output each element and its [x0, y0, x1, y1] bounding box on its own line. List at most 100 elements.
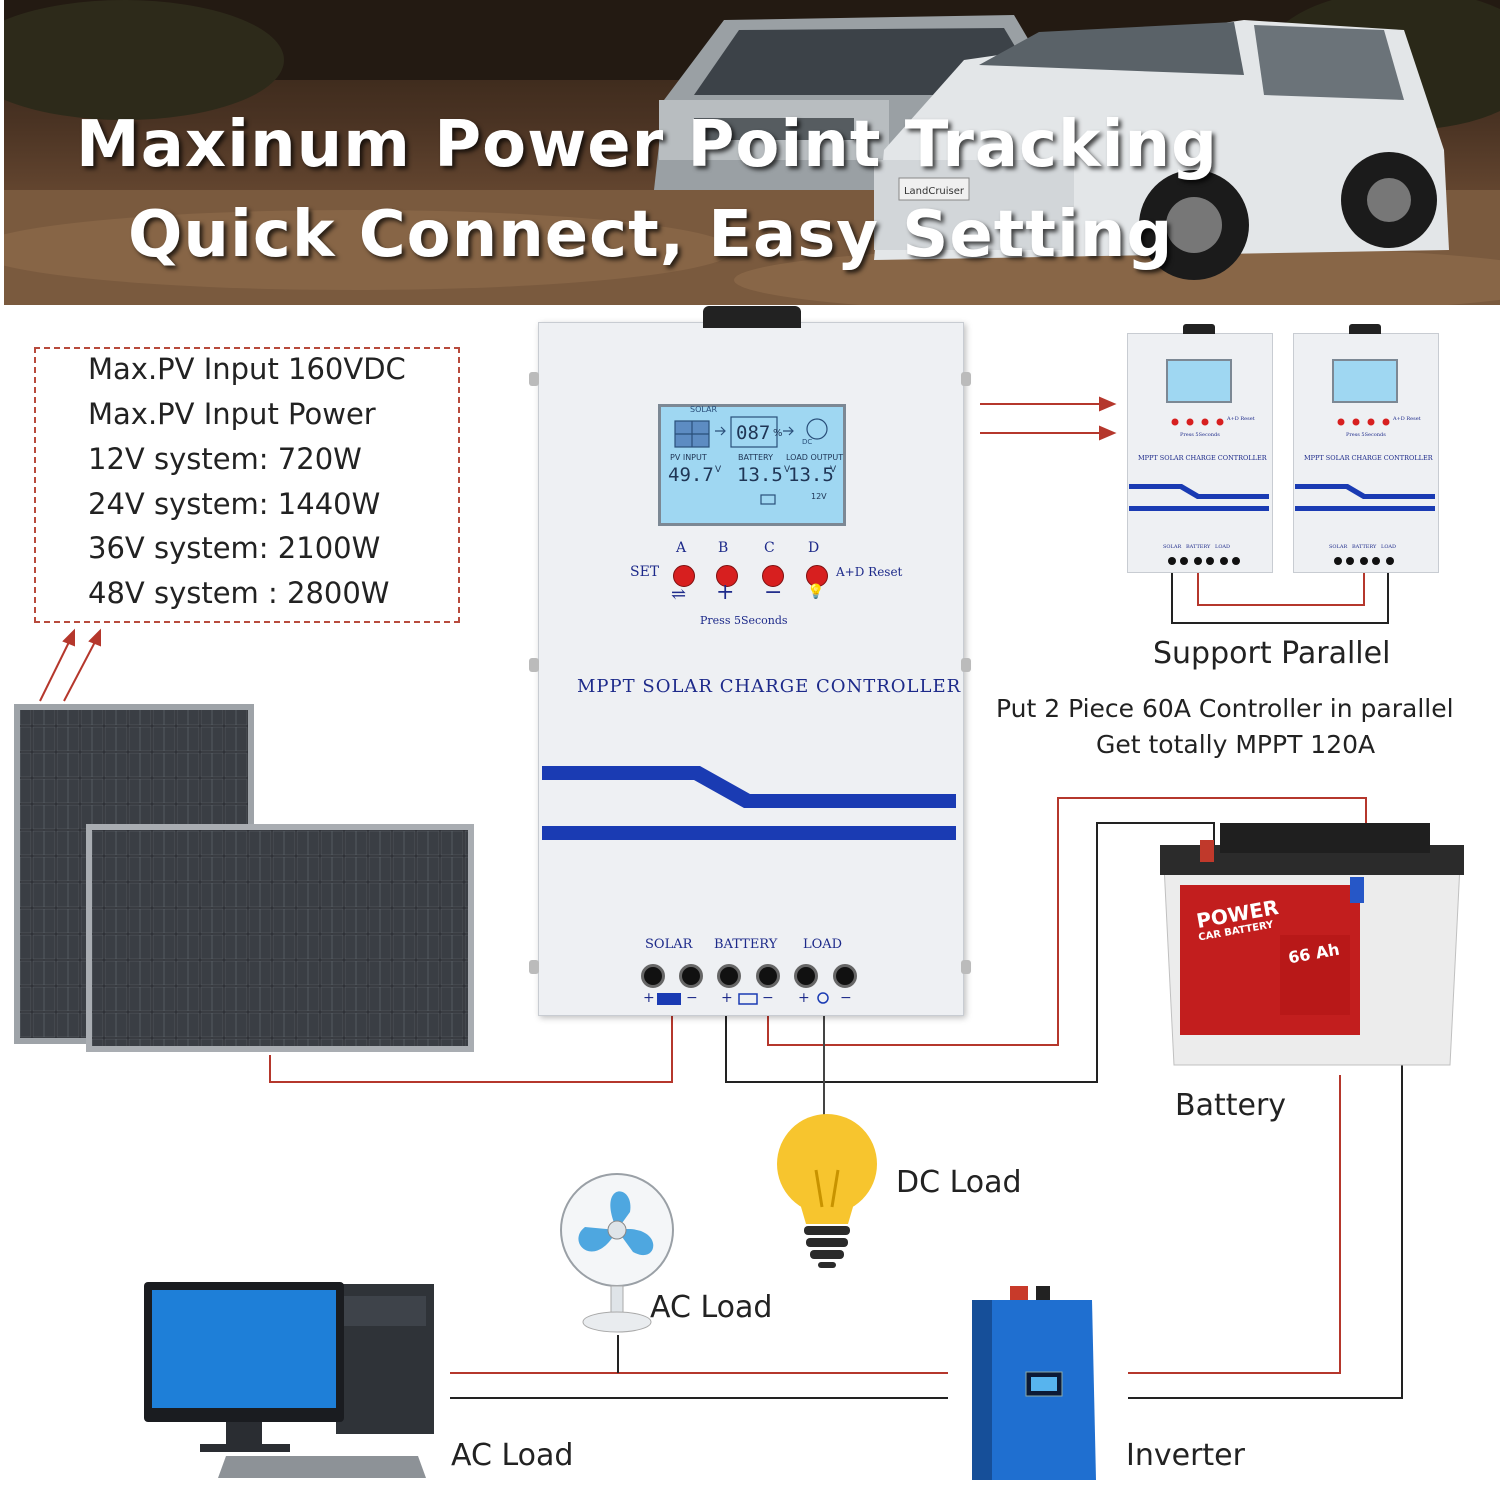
mini-terminal-load-2: LOAD	[1381, 544, 1397, 550]
spec-12v-system: 12V system: 720W	[88, 442, 362, 476]
mini-terminals	[1168, 557, 1394, 565]
mini-stripes	[1129, 484, 1435, 511]
minus-icon: −	[764, 580, 783, 605]
lcd-battery-unit: V	[784, 465, 791, 475]
lcd-system-voltage: 12V	[811, 492, 827, 501]
controller-title: MPPT SOLAR CHARGE CONTROLLER	[577, 676, 962, 697]
mini-terminal-solar-1: SOLAR	[1163, 544, 1182, 550]
button-c-label: C	[764, 540, 775, 556]
lcd-battery-value: 13.5	[737, 464, 783, 486]
mini-hanger	[1183, 324, 1215, 334]
load-plus-sign: +	[798, 990, 810, 1006]
hero-banner: LandCruiser Maxinum Power Point Tracking…	[4, 0, 1500, 305]
ac-load-pc-label: AC Load	[451, 1438, 574, 1473]
mini-terminal-solar-2: SOLAR	[1329, 544, 1348, 550]
lcd-pv-unit: V	[715, 465, 722, 475]
lcd-battery-percent: 087	[736, 422, 771, 444]
ac-load-fan-label: AC Load	[650, 1290, 773, 1325]
mini-lcd-2	[1332, 359, 1398, 403]
banner-headline-1: Maxinum Power Point Tracking	[76, 108, 1218, 182]
lcd-percent-sign: %	[773, 428, 783, 439]
lcd-pv-input-value: 49.7	[668, 464, 714, 486]
solar-panels-image	[14, 704, 474, 1052]
mini-press-1: Press 5Seconds	[1180, 432, 1220, 438]
mini-reset-2: A+D Reset	[1393, 416, 1421, 422]
mini-lcd-1	[1166, 359, 1232, 403]
reset-label: A+D Reset	[836, 565, 903, 579]
off-road-car-photo: LandCruiser	[4, 0, 1500, 305]
spec-48v-system: 48V system : 2800W	[88, 576, 390, 610]
wiring-diagram	[39, 396, 1403, 1399]
mini-buttons-2	[1337, 418, 1390, 426]
battery-minus-terminal[interactable]	[756, 964, 780, 988]
mini-terminal-battery-2: BATTERY	[1352, 544, 1377, 550]
solar-minus-sign: −	[686, 990, 698, 1006]
screw-tab	[961, 960, 971, 974]
mini-buttons-1	[1171, 418, 1224, 426]
desktop-computer-icon	[144, 1282, 434, 1478]
switch-icon: ⇌	[671, 584, 687, 605]
load-minus-terminal[interactable]	[833, 964, 857, 988]
screw-tab	[529, 960, 539, 974]
button-d-label: D	[808, 540, 820, 556]
spec-24v-system: 24V system: 1440W	[88, 487, 381, 521]
parallel-line-1: Put 2 Piece 60A Controller in parallel	[996, 694, 1454, 723]
mini-hanger	[1349, 324, 1381, 334]
solar-plus-terminal[interactable]	[641, 964, 665, 988]
controller-stripes	[542, 766, 956, 840]
mini-title-1: MPPT SOLAR CHARGE CONTROLLER	[1138, 454, 1267, 462]
mini-title-2: MPPT SOLAR CHARGE CONTROLLER	[1304, 454, 1433, 462]
spec-max-pv-power: Max.PV Input Power	[88, 397, 376, 431]
button-d[interactable]	[806, 565, 828, 587]
battery-plus-sign: +	[721, 990, 733, 1006]
solar-minus-terminal[interactable]	[679, 964, 703, 988]
mini-press-2: Press 5Seconds	[1346, 432, 1386, 438]
button-b[interactable]	[716, 565, 738, 587]
plus-icon: +	[716, 580, 735, 605]
pv-spec-box	[34, 347, 460, 623]
screw-tab	[529, 658, 539, 672]
support-parallel-heading: Support Parallel	[1153, 636, 1391, 671]
lcd-load-unit: V	[830, 465, 837, 475]
mini-terminal-load-1: LOAD	[1215, 544, 1231, 550]
light-bulb-icon	[777, 1114, 877, 1268]
terminal-battery-label: BATTERY	[714, 937, 778, 952]
terminal-load-label: LOAD	[803, 937, 843, 952]
battery-label: Battery	[1175, 1088, 1287, 1123]
solar-plus-sign: +	[643, 990, 655, 1006]
car-battery-image	[1160, 823, 1464, 1066]
set-label: SET	[630, 564, 660, 580]
lcd-load-value: 13.5	[788, 464, 834, 486]
dc-load-label: DC Load	[896, 1165, 1022, 1200]
terminal-icons	[657, 992, 829, 1005]
load-minus-sign: −	[840, 990, 852, 1006]
press-hint: Press 5Seconds	[700, 614, 788, 627]
lcd-battery-label: BATTERY	[738, 453, 773, 462]
terminal-solar-label: SOLAR	[645, 937, 693, 952]
lcd-load-output-label: LOAD OUTPUT	[786, 453, 844, 462]
battery-plus-terminal[interactable]	[717, 964, 741, 988]
electric-fan-icon	[560, 1173, 674, 1333]
spec-36v-system: 36V system: 2100W	[88, 531, 381, 565]
banner-headline-2: Quick Connect, Easy Setting	[128, 198, 1174, 272]
parallel-line-2: Get totally MPPT 120A	[1096, 730, 1376, 759]
button-c[interactable]	[762, 565, 784, 587]
load-plus-terminal[interactable]	[794, 964, 818, 988]
lcd-pv-input-label: PV INPUT	[670, 453, 707, 462]
screw-tab	[961, 658, 971, 672]
car-badge-text: LandCruiser	[904, 186, 965, 197]
controller-hanger	[703, 306, 801, 328]
screw-tab	[961, 372, 971, 386]
screw-tab	[529, 372, 539, 386]
grid-inverter-icon	[972, 1286, 1096, 1480]
mini-terminal-battery-1: BATTERY	[1186, 544, 1211, 550]
button-b-label: B	[718, 540, 729, 556]
mini-reset-1: A+D Reset	[1227, 416, 1255, 422]
button-a-label: A	[676, 540, 687, 556]
lcd-graphics	[674, 416, 828, 505]
spec-max-pv-input: Max.PV Input 160VDC	[88, 352, 406, 386]
bulb-icon: 💡	[807, 584, 825, 600]
battery-minus-sign: −	[762, 990, 774, 1006]
inverter-label: Inverter	[1126, 1438, 1245, 1473]
button-a[interactable]	[673, 565, 695, 587]
